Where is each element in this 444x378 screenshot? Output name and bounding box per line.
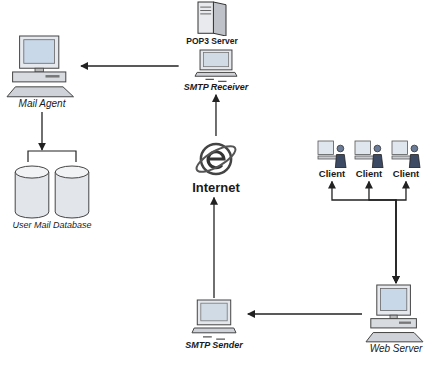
user-body [335, 155, 346, 169]
client-desk [355, 156, 375, 159]
monitor-stand [390, 315, 397, 318]
double-arrow-connector [396, 181, 406, 283]
pc-icon [7, 36, 77, 98]
drive-bay [200, 10, 211, 11]
client-desk [392, 156, 412, 159]
desktop-case [13, 72, 66, 82]
client-station: Client [316, 138, 348, 179]
node-label: SMTP Receiver [183, 82, 250, 93]
double-arrow-connector [332, 181, 396, 283]
desktop-case [371, 319, 417, 328]
client-icon [318, 138, 346, 168]
smtp-icon [192, 300, 236, 340]
transfer-arrows [203, 337, 225, 339]
db-icon [12, 150, 92, 220]
monitor-case [377, 285, 411, 315]
unit-panel [203, 53, 228, 67]
monitor-case [20, 36, 59, 68]
user-body [409, 155, 420, 169]
database-top [15, 166, 49, 178]
client-station: Client [353, 138, 385, 179]
client-monitor [318, 141, 333, 155]
pop3-server: POP3 Server [183, 2, 241, 46]
keyboard [366, 333, 423, 342]
client-icon [392, 138, 420, 168]
globe-icon [194, 138, 238, 180]
client-monitor [392, 141, 407, 155]
smtp-icon [195, 50, 237, 82]
user-body [372, 155, 383, 169]
unit-panel [201, 303, 227, 321]
drive-slot [46, 75, 60, 77]
arrow-connector [215, 95, 216, 136]
monitor-stand [35, 68, 43, 72]
client-desk [318, 156, 338, 159]
server-front [198, 2, 213, 33]
smtp-receiver: SMTP Receiver [181, 50, 252, 93]
mail-agent: Mail Agent [5, 36, 79, 110]
unit-body [197, 300, 230, 325]
node-label: Client [392, 168, 420, 179]
internet-cloud: Internet [189, 138, 243, 196]
arrow-connector [81, 65, 179, 66]
arrow-connector [41, 112, 42, 150]
database-top [55, 166, 89, 178]
keyboard [7, 87, 74, 97]
double-arrow-connector [369, 181, 396, 283]
smtp-sender: SMTP Sender [182, 300, 246, 351]
monitor-screen [24, 40, 55, 64]
node-label: Internet [191, 180, 241, 196]
arrow-connector [248, 313, 362, 314]
unit-base [195, 72, 237, 76]
node-label: SMTP Sender [184, 340, 244, 351]
mail-database: User Mail Database [9, 150, 94, 231]
database-cylinder [55, 172, 89, 218]
logo-disc [201, 144, 231, 174]
web-server: Web Server [364, 285, 428, 355]
unit-base [192, 328, 236, 333]
drive-bay [200, 7, 211, 8]
node-label: POP3 Server [185, 36, 239, 46]
monitor-screen [380, 288, 406, 310]
database-cylinder [15, 172, 49, 218]
user-head [374, 145, 381, 152]
node-label: Web Server [369, 343, 424, 355]
node-label: Client [355, 168, 383, 179]
client-station: Client [390, 138, 422, 179]
client-icon [355, 138, 383, 168]
bracket [28, 151, 76, 162]
client-monitor [355, 141, 370, 155]
server-icon [198, 2, 226, 36]
node-label: Mail Agent [18, 98, 67, 110]
node-label: User Mail Database [11, 220, 92, 231]
server-side [213, 2, 226, 36]
logo-ring [193, 141, 239, 176]
drive-slot [399, 322, 411, 324]
node-label: Client [318, 168, 346, 179]
user-head [411, 145, 418, 152]
arrow-connector [213, 198, 214, 298]
pc-icon [366, 285, 426, 343]
user-head [337, 145, 344, 152]
drive-bay [200, 13, 211, 14]
unit-body [200, 50, 232, 70]
